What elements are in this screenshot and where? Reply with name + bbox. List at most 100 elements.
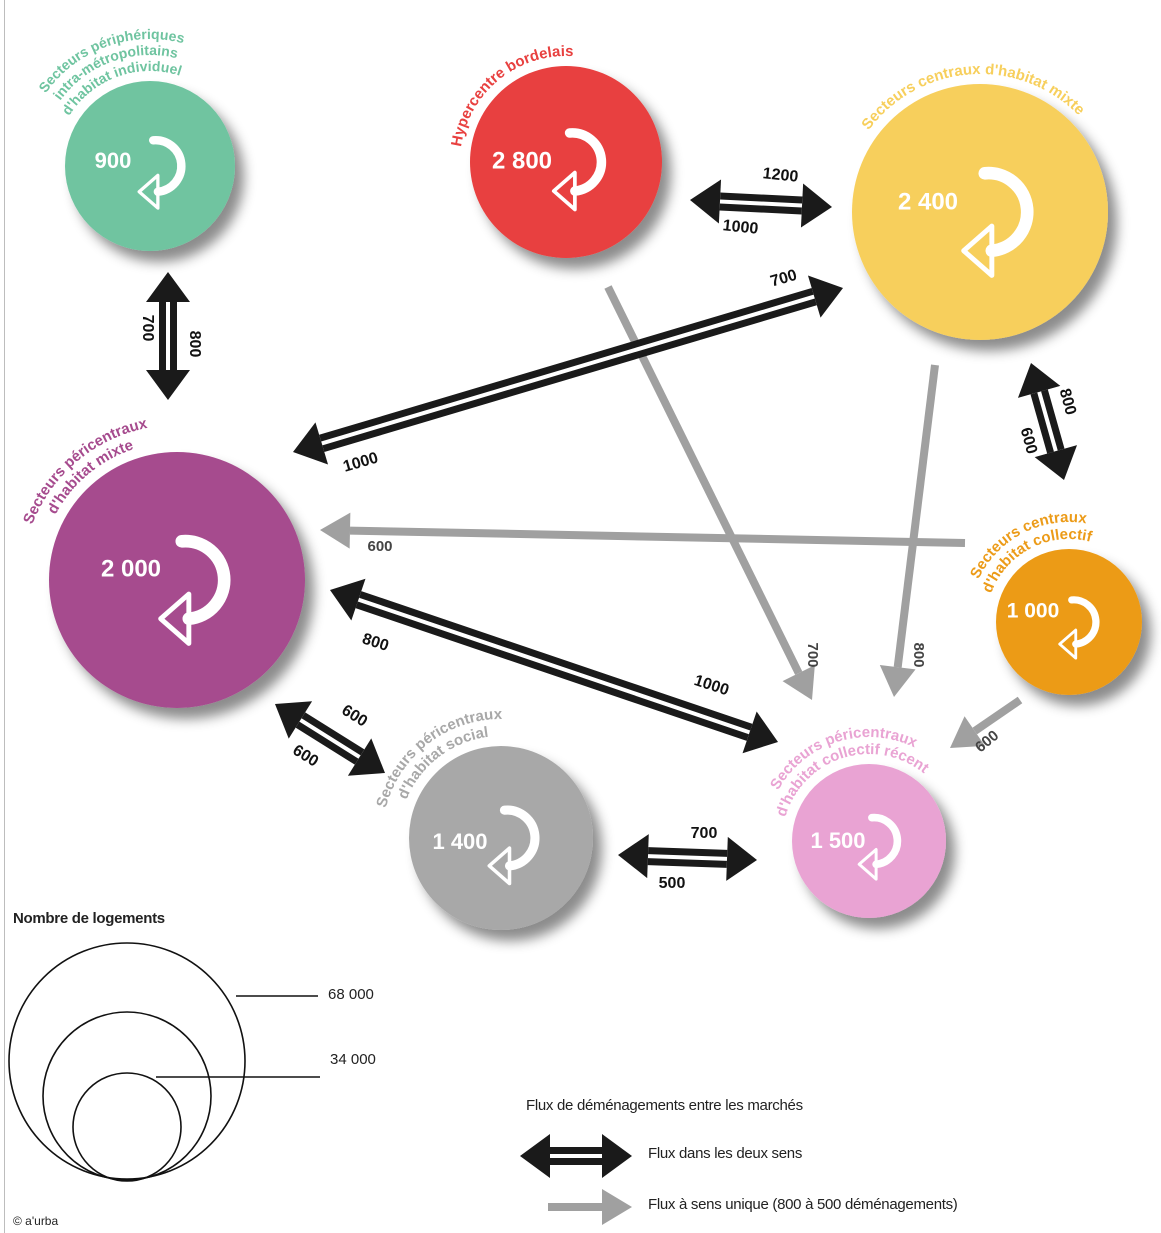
two-way-flow-value-b: 600	[290, 742, 322, 771]
recirculation-icon-outer	[868, 813, 902, 869]
credit: © a'urba	[13, 1214, 59, 1228]
one-way-legend-arrow	[548, 1189, 632, 1225]
one-way-legend-label: Flux à sens unique (800 à 500 déménageme…	[648, 1196, 958, 1213]
two-way-flow-value-b: 800	[360, 631, 391, 655]
two-way-flow-value-a: 800	[1056, 387, 1079, 417]
two-way-flow-pericentral_mixte-social: 600 600	[275, 701, 385, 776]
size-legend-circle-medium	[42, 1011, 212, 1181]
size-legend-large-value: 68 000	[328, 986, 374, 1003]
size-legend-circle-large	[8, 942, 246, 1180]
recirculation-icon-arrowhead	[158, 591, 192, 646]
one-way-flow-central_collectif-to-pericentral_mixte: 600	[320, 512, 966, 555]
two-way-arrow-head-start	[618, 834, 649, 879]
two-way-flow-social-recent: 700 500	[618, 825, 757, 892]
node-value: 2 000	[101, 555, 161, 582]
two-way-arrow-gap	[719, 199, 803, 208]
node-circle	[49, 452, 305, 708]
one-way-flow-value: 600	[367, 538, 392, 555]
recirculation-icon-arrowhead	[487, 846, 512, 886]
two-way-flow-value-a: 1200	[762, 165, 799, 186]
recirculation-icon-arrowhead	[961, 223, 995, 278]
two-way-flow-value-a: 1000	[692, 672, 731, 699]
two-way-arrow-head-start	[520, 1134, 550, 1178]
node-value: 900	[95, 148, 132, 173]
two-way-flow-pericentral_mixte-recent: 1000 800	[330, 578, 778, 754]
two-way-arrow-head-end	[146, 370, 190, 400]
one-way-flow-central_collectif-to-recent: 600	[950, 696, 1023, 756]
recirculation-icon-arrowhead	[137, 173, 160, 210]
two-way-flow-central_mixte-central_collectif: 800 600	[1017, 363, 1079, 480]
two-way-arrow-head-start	[293, 422, 329, 465]
two-way-arrow-head-end	[800, 183, 832, 228]
recirculation-icon-outer	[564, 128, 607, 196]
one-way-arrow-head	[320, 512, 351, 549]
one-way-flow-value: 800	[910, 642, 927, 667]
two-way-legend-arrow	[520, 1134, 632, 1178]
recirculation-icon-outer	[978, 166, 1034, 258]
two-way-arrow-gap	[647, 854, 728, 861]
recirculation-icon-outer	[499, 805, 540, 871]
one-way-arrow-head	[950, 716, 985, 748]
two-way-flow-periph-pericentral_mixte: 700 800	[139, 272, 203, 400]
two-way-flow-value-a: 700	[139, 315, 156, 342]
two-way-flow-value-a: 700	[769, 267, 799, 291]
two-way-arrow-gap	[1037, 391, 1058, 452]
one-way-arrow-shaft	[349, 526, 966, 547]
left-border-rule	[4, 0, 5, 1233]
two-way-flow-value-b: 500	[659, 875, 686, 892]
two-way-arrow-head-end	[347, 738, 385, 776]
two-way-flow-value-b: 1000	[341, 450, 380, 476]
two-way-flow-value-b: 1000	[722, 217, 759, 238]
two-way-legend-label: Flux dans les deux sens	[648, 1145, 803, 1162]
size-legend-title: Nombre de logements	[13, 910, 165, 927]
node-value: 1 400	[432, 829, 487, 854]
one-way-arrow-shaft	[893, 364, 939, 668]
node-circle	[409, 746, 593, 930]
node-circle	[996, 549, 1142, 695]
recirculation-icon-outer	[1068, 596, 1100, 648]
one-way-flow-central_mixte-to-recent: 800	[879, 364, 939, 697]
two-way-flow-value-b: 600	[1017, 426, 1040, 456]
node-circle	[470, 66, 662, 258]
recirculation-icon-arrowhead	[1058, 628, 1078, 660]
two-way-arrow-head-start	[146, 272, 190, 302]
size-legend-small-value: 34 000	[330, 1051, 376, 1068]
two-way-arrow-head-start	[330, 578, 366, 621]
one-way-arrow-head	[782, 665, 815, 700]
two-way-flow-value-b: 800	[186, 331, 203, 358]
two-way-arrow-head-start	[1017, 363, 1061, 398]
two-way-flow-value-a: 600	[339, 702, 371, 731]
two-way-arrow-gap	[299, 718, 361, 759]
recirculation-icon-outer	[148, 136, 186, 196]
two-way-arrow-head-end	[807, 275, 843, 318]
two-way-arrow-head-start	[275, 701, 313, 739]
two-way-flow-value-a: 700	[691, 825, 718, 842]
one-way-legend-head	[602, 1189, 632, 1225]
recirculation-icon-outer	[175, 534, 231, 626]
two-way-arrow-head-end	[602, 1134, 632, 1178]
node-value: 1 500	[810, 828, 865, 853]
node-value: 2 400	[898, 188, 958, 215]
one-way-flow-value: 700	[804, 642, 821, 667]
flux-legend-title: Flux de déménagements entre les marchés	[526, 1097, 803, 1114]
two-way-arrow-gap	[357, 597, 751, 735]
node-circle	[792, 764, 946, 918]
two-way-flow-hyper-central_mixte: 1200 1000	[690, 165, 832, 238]
two-way-arrow-gap	[321, 294, 815, 446]
two-way-arrow-head-start	[690, 179, 722, 224]
one-way-arrow-head	[879, 665, 916, 697]
recirculation-icon-arrowhead	[551, 170, 577, 212]
node-value: 1 000	[1007, 600, 1060, 623]
recirculation-icon-arrowhead	[857, 847, 878, 881]
two-way-arrow-head-end	[726, 836, 757, 881]
two-way-arrow-head-end	[1034, 445, 1078, 480]
